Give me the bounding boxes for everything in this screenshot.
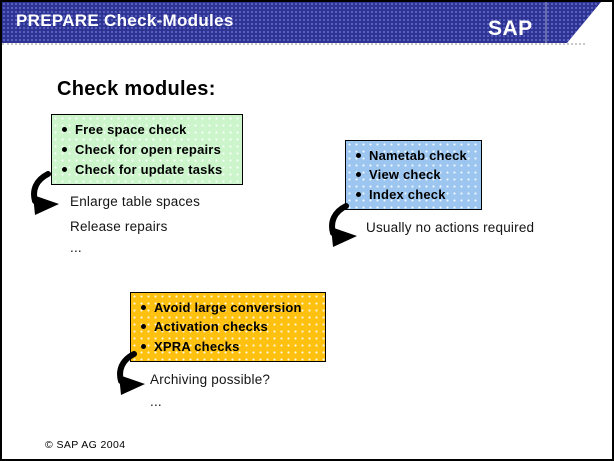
header-bar (2, 2, 601, 43)
copyright-text: © SAP AG 2004 (45, 439, 126, 451)
curved-arrow-icon (329, 203, 357, 247)
bullet-icon (141, 305, 146, 311)
bullet-icon (62, 166, 67, 172)
list-item-label: Nametab check (369, 148, 467, 164)
curved-arrow-icon (31, 171, 59, 215)
list-item: XPRA checks (139, 339, 317, 354)
note-text: Archiving possible? (150, 372, 271, 387)
logo-divider (545, 2, 547, 43)
note-text: Release repairs (70, 219, 168, 234)
list-item: Check for update tasks (60, 162, 234, 177)
bullet-icon (356, 153, 361, 159)
bullet-icon (141, 343, 146, 349)
check-box-conversion: Avoid large conversion Activation checks… (130, 292, 326, 362)
list-item-label: View check (369, 167, 441, 183)
list-item: Free space check (60, 122, 234, 137)
note-text: Usually no actions required (366, 220, 535, 235)
curved-arrow-icon (117, 351, 145, 395)
list-item-label: Index check (369, 186, 446, 202)
list-item: Index check (354, 187, 473, 202)
list-item: Check for open repairs (60, 142, 234, 157)
list-item: Activation checks (139, 319, 317, 334)
list-item-label: Activation checks (154, 319, 268, 335)
check-box-prepare: Free space check Check for open repairs … (51, 114, 243, 185)
list-item-label: Avoid large conversion (154, 300, 302, 316)
bullet-icon (62, 146, 67, 152)
list-item-label: Check for update tasks (75, 161, 223, 177)
list-item: Avoid large conversion (139, 300, 317, 315)
bullet-icon (62, 127, 67, 133)
list-item-label: Free space check (75, 122, 187, 138)
list-item: View check (354, 167, 473, 182)
bullet-icon (356, 172, 361, 178)
list-item-label: XPRA checks (154, 338, 240, 354)
note-text: ... (150, 394, 162, 409)
list-item: Nametab check (354, 148, 473, 163)
sap-logo: SAP (488, 17, 533, 40)
check-box-dictionary: Nametab check View check Index check (345, 140, 482, 210)
page-title: Check modules: (57, 78, 216, 100)
list-item-label: Check for open repairs (75, 141, 221, 157)
note-text: ... (70, 240, 82, 255)
header-separator (2, 43, 585, 45)
bullet-icon (141, 324, 146, 330)
bullet-icon (356, 191, 361, 197)
slide-title: PREPARE Check-Modules (16, 11, 234, 30)
note-text: Enlarge table spaces (70, 194, 201, 209)
